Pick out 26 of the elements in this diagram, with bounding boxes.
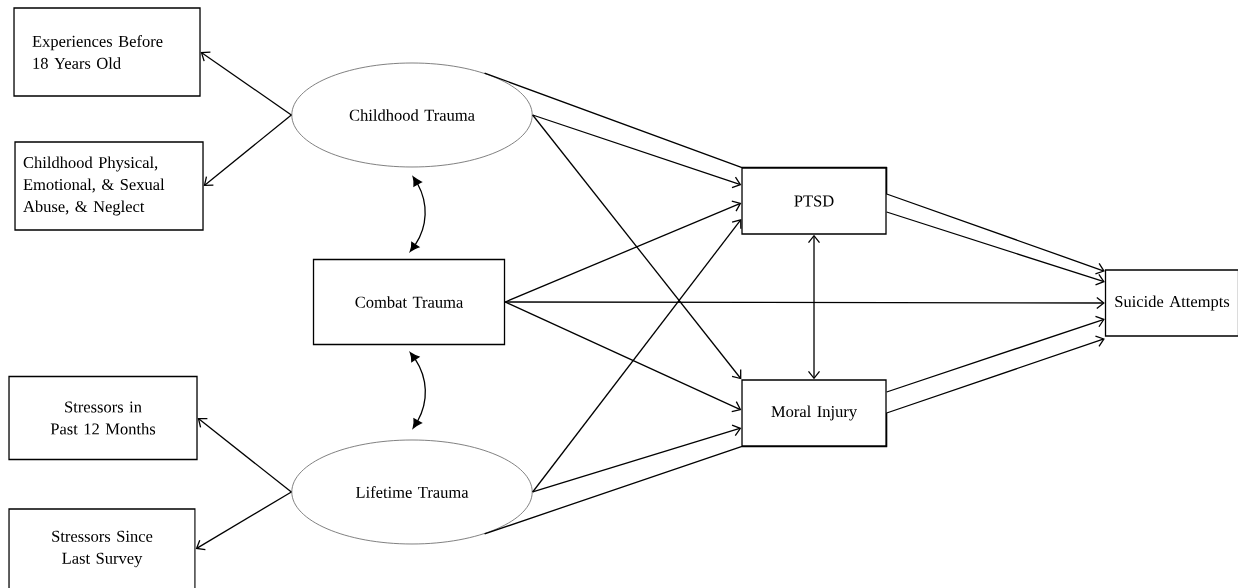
- arrow: [483, 72, 1105, 275]
- variable-box: Moral Injury: [741, 379, 887, 447]
- variable-box: Suicide Attempts: [1104, 269, 1238, 337]
- arrow: [532, 114, 742, 189]
- arrow: [504, 200, 742, 303]
- arrow: [200, 51, 292, 116]
- arrow: [886, 315, 1105, 393]
- arrow: [504, 301, 742, 413]
- variable-box: Stressors Since Last Survey: [8, 508, 196, 588]
- variable-box: PTSD: [741, 167, 887, 235]
- arrow: [532, 114, 742, 380]
- arrow: [203, 114, 292, 186]
- correlation-arrow: [409, 176, 426, 252]
- arrow: [504, 296, 1105, 310]
- arrow: [195, 491, 292, 551]
- variable-box: Childhood Physical, Emotional, & Sexual Abuse, & Neglect: [14, 141, 204, 231]
- arrow: [807, 234, 821, 380]
- arrow: [483, 335, 1105, 535]
- variable-box: Experiences Before 18 Years Old: [13, 7, 201, 97]
- variable-box: Stressors in Past 12 Months: [8, 375, 198, 461]
- arrow: [532, 424, 742, 493]
- variable-box: Combat Trauma: [312, 258, 506, 346]
- arrow: [886, 211, 1105, 286]
- arrow: [532, 219, 742, 493]
- correlation-arrow: [409, 352, 426, 429]
- arrow: [197, 418, 292, 493]
